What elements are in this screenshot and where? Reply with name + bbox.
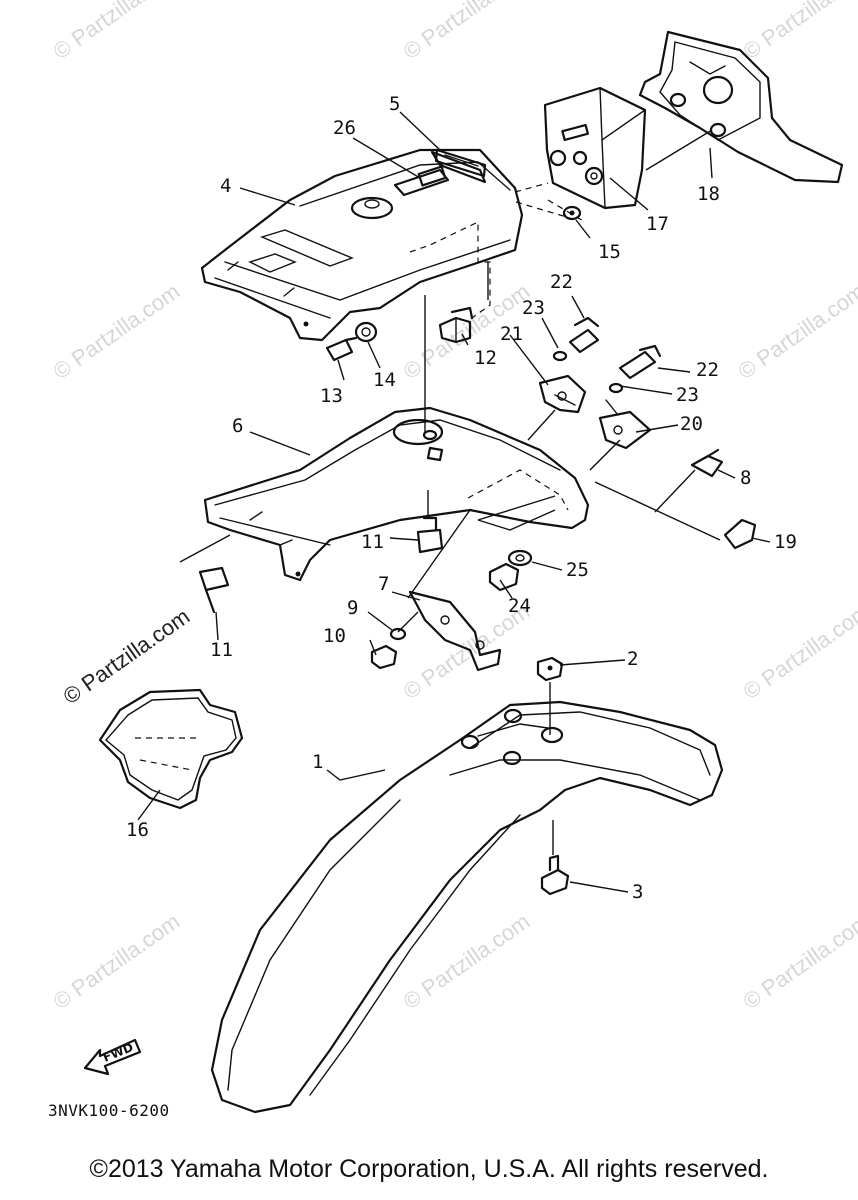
watermark: © Partzilla.com: [399, 0, 535, 64]
watermark: © Partzilla.com: [49, 279, 185, 385]
watermark: © Partzilla.com: [739, 599, 858, 705]
diagram-code: 3NVK100-6200: [48, 1101, 170, 1120]
part-10-nut: [370, 644, 398, 670]
callout-23-upper: 23: [522, 297, 545, 319]
part-16-flap: [98, 688, 244, 810]
watermark: © Partzilla.com: [399, 909, 535, 1015]
fwd-arrow-icon: FWD: [83, 1038, 142, 1076]
part-15-collar: [562, 205, 582, 221]
callout-3: 3: [632, 881, 643, 903]
callout-20: 20: [680, 413, 703, 435]
callout-16: 16: [126, 819, 149, 841]
callout-14: 14: [373, 369, 396, 391]
exploded-parts-diagram: © Partzilla.com © Partzilla.com © Partzi…: [49, 0, 858, 1114]
part-23-washer-upper: [552, 350, 568, 362]
callout-8: 8: [740, 467, 751, 489]
part-13-bolt: [325, 336, 358, 362]
light-mount-line: [645, 129, 713, 171]
part-6-inner-fender: [203, 406, 590, 582]
inner-fender-box-line: [477, 495, 556, 531]
callout-4: 4: [220, 175, 231, 197]
callout-5: 5: [389, 93, 400, 115]
callout-18: 18: [697, 183, 720, 205]
part-24-nut: [488, 562, 520, 592]
watermark: © Partzilla.com: [49, 0, 185, 64]
part-5-emblem: [434, 148, 487, 178]
bracket-21-link: [527, 409, 556, 441]
callout-12: 12: [474, 347, 497, 369]
screw-leader-path: [654, 469, 696, 513]
callout-23-lower: 23: [676, 384, 699, 406]
part-3-bolt: [540, 854, 570, 896]
part-23-washer-lower: [608, 382, 624, 394]
part-7-bracket: [408, 590, 502, 672]
watermark: © Partzilla.com: [739, 909, 858, 1015]
callout-11-left: 11: [210, 639, 233, 661]
callout-22-upper: 22: [550, 271, 573, 293]
part-22-bolt-lower: [618, 344, 662, 380]
watermark: © Partzilla.com: [739, 0, 858, 64]
callout-11-center: 11: [361, 531, 384, 553]
part-25-washer: [507, 549, 533, 567]
callout-25: 25: [566, 559, 589, 581]
part-17-tail-light: [543, 86, 647, 210]
leader-lines: [137, 111, 771, 893]
callout-13: 13: [320, 385, 343, 407]
part-4-fender-cover: [200, 148, 524, 342]
part-12-bolt: [438, 306, 474, 344]
bracket-20-link: [589, 439, 621, 471]
part-11-bolt-left: [198, 566, 230, 614]
lower-left-box-line: [179, 534, 231, 563]
part-18-tail-light-base: [638, 30, 844, 184]
callout-15: 15: [598, 241, 621, 263]
watermark: © Partzilla.com: [49, 909, 185, 1015]
callout-17: 17: [646, 213, 669, 235]
part-20-bracket: [598, 399, 652, 450]
part-8-screw: [690, 448, 724, 478]
part-26-label: [417, 165, 447, 187]
part-22-bolt-upper: [568, 316, 600, 354]
callout-1: 1: [312, 751, 323, 773]
callout-19: 19: [774, 531, 797, 553]
callout-10: 10: [323, 625, 346, 647]
callout-labels: 1 2 3 4 5 6 7 8 9 10 11 11 12 13 14 15 1…: [126, 93, 797, 903]
light-assembly-line: [514, 182, 586, 223]
callout-9: 9: [347, 597, 358, 619]
part-14-washer: [354, 321, 378, 343]
part-9-washer: [389, 627, 407, 641]
callout-2: 2: [627, 648, 638, 670]
callout-7: 7: [378, 573, 389, 595]
part-1-rear-fender: [210, 700, 724, 1114]
watermark-dark: © Partzilla.com: [59, 604, 195, 710]
callout-6: 6: [232, 415, 243, 437]
part-2-nut: [536, 656, 564, 682]
clip-leader-path: [594, 481, 721, 541]
part-19-clip: [723, 518, 757, 550]
callout-26: 26: [333, 117, 356, 139]
part-21-bracket: [538, 374, 587, 414]
callout-22-lower: 22: [696, 359, 719, 381]
part-11-bolt-center: [416, 516, 444, 554]
watermark: © Partzilla.com: [734, 279, 858, 385]
copyright-notice: ©2013 Yamaha Motor Corporation, U.S.A. A…: [89, 1155, 769, 1183]
callout-24: 24: [508, 595, 531, 617]
callout-21: 21: [500, 323, 523, 345]
